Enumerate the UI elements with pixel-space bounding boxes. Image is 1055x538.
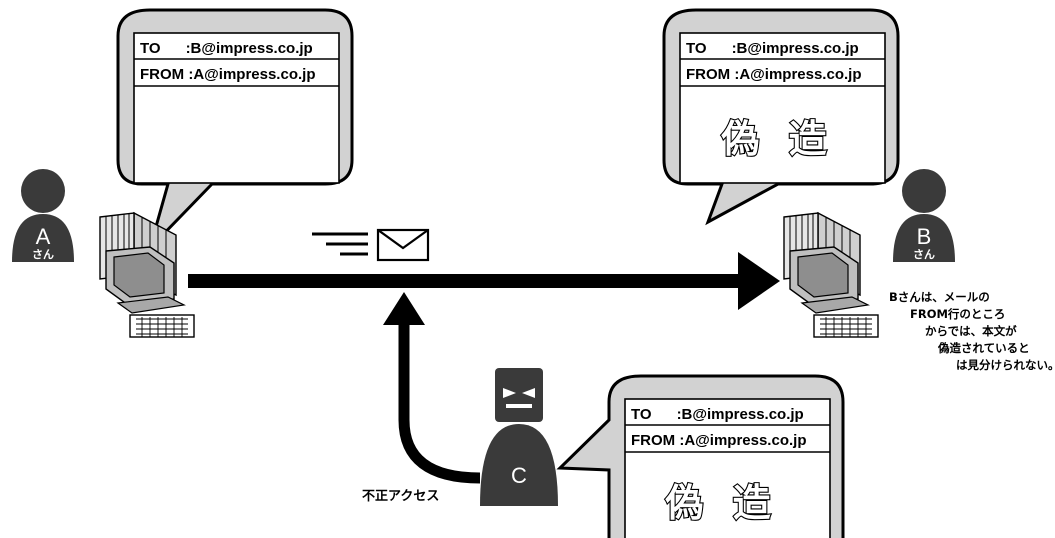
forged-label-b: 偽 造: [720, 117, 834, 161]
email-panel-a: [133, 32, 340, 184]
note-line-2: FROM行のところ: [910, 307, 1005, 321]
person-b-honorific: さん: [913, 248, 935, 261]
explanation-note: Bさんは、メールの FROM行のところ からでは、本文が 偽造されていると は見…: [889, 290, 1055, 372]
note-line-1: Bさんは、メールの: [889, 290, 990, 304]
from-line-c: FROM :A@impress.co.jp: [631, 432, 806, 449]
envelope-icon: [312, 228, 430, 262]
computer-icon-a: [99, 212, 195, 338]
computer-icon-b: [783, 212, 879, 338]
unauthorized-access-label: 不正アクセス: [362, 489, 439, 504]
person-a-icon: A さん: [12, 169, 74, 262]
from-line-a: FROM :A@impress.co.jp: [140, 66, 315, 83]
to-line-b: TO :B@impress.co.jp: [686, 40, 859, 57]
mail-flow-arrow: [188, 252, 780, 310]
person-a-letter: A: [36, 224, 51, 249]
person-b-letter: B: [917, 224, 932, 249]
note-line-5: は見分けられない。: [956, 358, 1055, 372]
email-panel-b: [679, 32, 886, 184]
person-b-icon: B さん: [893, 169, 955, 262]
to-line-c: TO :B@impress.co.jp: [631, 406, 804, 423]
forged-label-c: 偽 造: [664, 481, 778, 525]
attack-arrow: [383, 292, 481, 484]
email-panel-c: [624, 398, 831, 538]
to-line-a: TO :B@impress.co.jp: [140, 40, 313, 57]
person-a-honorific: さん: [32, 248, 54, 261]
speech-bubble-a: TO :B@impress.co.jp FROM :A@impress.co.j…: [116, 8, 354, 250]
speech-bubble-c: TO :B@impress.co.jp FROM :A@impress.co.j…: [556, 374, 845, 538]
speech-bubble-b: TO :B@impress.co.jp FROM :A@impress.co.j…: [662, 8, 900, 226]
note-line-4: 偽造されていると: [937, 341, 1030, 355]
note-line-3: からでは、本文が: [925, 324, 1017, 338]
from-line-b: FROM :A@impress.co.jp: [686, 66, 861, 83]
attacker-c-icon: C: [480, 368, 558, 506]
person-c-letter: C: [511, 463, 527, 488]
